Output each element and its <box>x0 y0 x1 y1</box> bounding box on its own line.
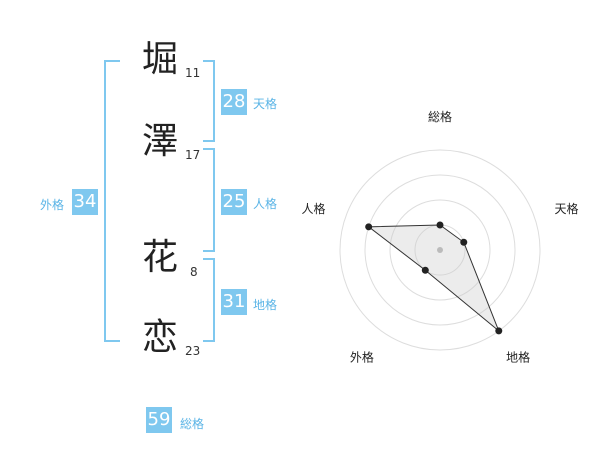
tenkaku-value: 28 <box>221 89 247 115</box>
tenkaku-bracket <box>203 60 215 142</box>
chikaku-value: 31 <box>221 289 247 315</box>
name-char-4-strokes: 23 <box>185 344 201 358</box>
radar-axis-label-0: 総格 <box>428 109 452 124</box>
soukaku-value: 59 <box>146 407 172 433</box>
radar-series-polygon <box>367 224 500 332</box>
radar-point-2 <box>495 327 503 335</box>
radar-axis-label-4: 人格 <box>302 201 326 216</box>
radar-axis-label-3: 外格 <box>350 350 374 365</box>
radar-point-0 <box>436 221 444 229</box>
radar-grid-circle <box>339 149 541 351</box>
chikaku-bracket <box>203 258 215 342</box>
radar-point-1 <box>460 238 468 246</box>
radar-grid-circle <box>389 199 491 301</box>
radar-center <box>437 247 443 253</box>
jinkaku-bracket <box>203 148 215 252</box>
name-char-2: 澤 <box>142 121 179 162</box>
name-char-2-strokes: 17 <box>185 148 201 162</box>
chikaku-label: 地格 <box>253 298 278 312</box>
jinkaku-label: 人格 <box>253 197 278 211</box>
gaikaku-bracket <box>104 60 120 342</box>
jinkaku-value: 25 <box>221 189 247 215</box>
gaikaku-value: 34 <box>72 189 98 215</box>
radar-grid-circle <box>364 174 516 326</box>
radar-point-3 <box>421 266 429 274</box>
name-char-1: 堀 <box>142 39 179 80</box>
radar-axis-label-2: 地格 <box>506 350 530 365</box>
radar-point-4 <box>365 223 373 231</box>
radar-axis-label-1: 天格 <box>554 201 578 216</box>
name-char-3-strokes: 8 <box>190 265 198 279</box>
name-char-4: 恋 <box>142 317 179 358</box>
name-char-1-strokes: 11 <box>185 66 201 80</box>
name-char-3: 花 <box>142 237 179 278</box>
soukaku-label: 総格 <box>180 417 205 431</box>
tenkaku-label: 天格 <box>253 97 278 111</box>
gaikaku-label: 外格 <box>40 198 65 212</box>
